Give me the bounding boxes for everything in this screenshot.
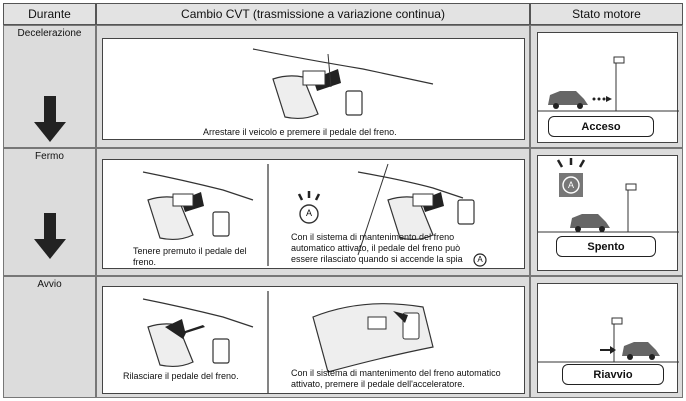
- row-stop-engine-panel: A Spento: [537, 155, 679, 271]
- down-arrow-icon: [34, 96, 66, 142]
- brake-hold-illustration: [142, 163, 475, 266]
- row-decel-engine-panel: Acceso: [537, 32, 679, 143]
- row-decel-label: Decelerazione: [17, 28, 82, 39]
- row-decel-engine-cell: Acceso: [530, 25, 683, 148]
- row-stop-caption-right-3: essere rilasciato quando si accende la s…: [291, 254, 463, 264]
- auto-hold-indicator-icon: A: [305, 208, 312, 218]
- auto-hold-indicator-letter: A: [567, 180, 574, 190]
- row-decel-cvt-cell: Arrestare il veicolo e premere il pedale…: [96, 25, 530, 148]
- row-stop-caption-right-1: Con il sistema di mantenimento del freno: [291, 232, 455, 242]
- brake-release-illustration: [142, 291, 434, 393]
- row-start-label: Avvio: [37, 279, 62, 290]
- engine-state-off-badge: Spento: [556, 236, 656, 257]
- brake-pedal-illustration: [252, 48, 434, 120]
- row-stop-label: Fermo: [35, 151, 64, 162]
- car-stopped-icon: [538, 158, 679, 233]
- header-during: Durante: [3, 3, 96, 25]
- row-stop-panel: A Tenere premuto il pedale del freno. Co…: [102, 159, 525, 269]
- auto-hold-small-letter: A: [477, 255, 483, 264]
- header-cvt: Cambio CVT (trasmissione a variazione co…: [96, 3, 530, 25]
- car-restart-icon: [538, 317, 679, 363]
- row-start-engine-panel: Riavvio: [537, 283, 679, 393]
- row-stop-caption-right-2: automatico attivato, il pedale del freno…: [291, 243, 461, 253]
- row-decel-panel: Arrestare il veicolo e premere il pedale…: [102, 38, 525, 140]
- auto-hold-small-icon: [473, 253, 487, 267]
- row-stop-caption-left: Tenere premuto il pedale del freno.: [133, 246, 247, 267]
- row-decel-caption: Arrestare il veicolo e premere il pedale…: [203, 127, 397, 137]
- row-start-caption-right-2: attivato, premere il pedale dell'acceler…: [291, 379, 465, 389]
- row-start-panel: Rilasciare il pedale del freno. Con il s…: [102, 286, 525, 394]
- row-start-cvt-cell: Rilasciare il pedale del freno. Con il s…: [96, 276, 530, 398]
- row-stop-label-cell: Fermo: [3, 148, 96, 276]
- row-decel-label-cell: Decelerazione: [3, 25, 96, 148]
- header-engine-state: Stato motore: [530, 3, 683, 25]
- engine-state-restart-badge: Riavvio: [562, 364, 664, 385]
- row-stop-engine-cell: A Spento: [530, 148, 683, 276]
- car-moving-icon: [538, 56, 679, 112]
- row-stop-cvt-cell: A Tenere premuto il pedale del freno. Co…: [96, 148, 530, 276]
- down-arrow-icon: [34, 213, 66, 259]
- row-start-engine-cell: Riavvio: [530, 276, 683, 398]
- row-start-label-cell: Avvio: [3, 276, 96, 398]
- row-start-caption-left: Rilasciare il pedale del freno.: [123, 371, 239, 381]
- engine-state-on-badge: Acceso: [548, 116, 654, 137]
- row-start-caption-right-1: Con il sistema di mantenimento del freno…: [291, 368, 501, 378]
